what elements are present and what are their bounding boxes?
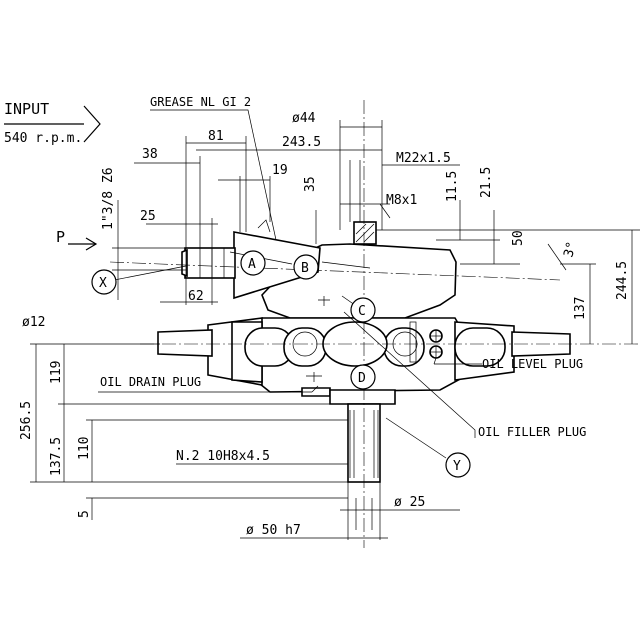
dimension-lines: [30, 109, 640, 540]
input-arrow-icon: [4, 105, 101, 143]
dim-m8: M8x1: [386, 193, 417, 208]
dim-119: 119: [49, 361, 64, 384]
dim-d50h7: ø 50 h7: [246, 523, 301, 538]
dim-81: 81: [208, 129, 224, 144]
dim-38: 38: [142, 147, 158, 162]
dim-11-5: 11.5: [445, 171, 460, 202]
dim-256-5: 256.5: [19, 401, 34, 440]
dim-137: 137: [573, 297, 588, 320]
note-oil-filler: OIL FILLER PLUG: [478, 425, 586, 439]
dim-19: 19: [272, 163, 288, 178]
dim-21-5: 21.5: [479, 167, 494, 198]
svg-text:X: X: [99, 276, 107, 291]
center-lines: [109, 100, 638, 548]
note-spline: N.2 10H8x4.5: [176, 449, 270, 464]
dim-50: 50: [511, 230, 526, 246]
svg-text:A: A: [248, 257, 256, 272]
dim-deg3: 3°: [561, 240, 580, 259]
p-label: P: [56, 228, 65, 246]
input-rpm: 540 r.p.m.: [4, 131, 82, 146]
dim-d25-bottom: ø 25: [394, 495, 425, 510]
bubble-b: B: [293, 254, 319, 280]
note-grease: GREASE NL GI 2: [150, 95, 251, 109]
bubble-d: D: [350, 364, 376, 390]
dim-137-5: 137.5: [49, 437, 64, 476]
svg-text:B: B: [301, 261, 309, 276]
bubble-a: A: [240, 250, 266, 276]
dim-d12: ø12: [22, 315, 45, 330]
dim-62: 62: [188, 289, 204, 304]
dim-5: 5: [77, 510, 92, 518]
dim-244-5: 244.5: [615, 261, 630, 300]
bubble-y: Y: [445, 452, 471, 478]
dim-110: 110: [77, 437, 92, 460]
bubble-c: C: [350, 297, 376, 323]
note-oil-drain: OIL DRAIN PLUG: [100, 375, 201, 389]
dim-25-left: 25: [140, 209, 156, 224]
input-title: INPUT: [4, 100, 49, 118]
dim-35: 35: [303, 176, 318, 192]
note-oil-level: OIL LEVEL PLUG: [482, 357, 583, 371]
gearbox-body: [157, 219, 571, 483]
svg-text:C: C: [358, 304, 366, 319]
svg-text:Y: Y: [453, 459, 461, 474]
dim-d44: ø44: [292, 111, 316, 126]
bubble-x: X: [91, 269, 117, 295]
dim-m22: M22x1.5: [396, 151, 451, 166]
p-arrow-icon: [68, 237, 98, 251]
dim-243-5: 243.5: [282, 135, 321, 150]
svg-text:D: D: [358, 371, 366, 386]
dim-thread: 1"3/8 Z6: [101, 167, 116, 230]
